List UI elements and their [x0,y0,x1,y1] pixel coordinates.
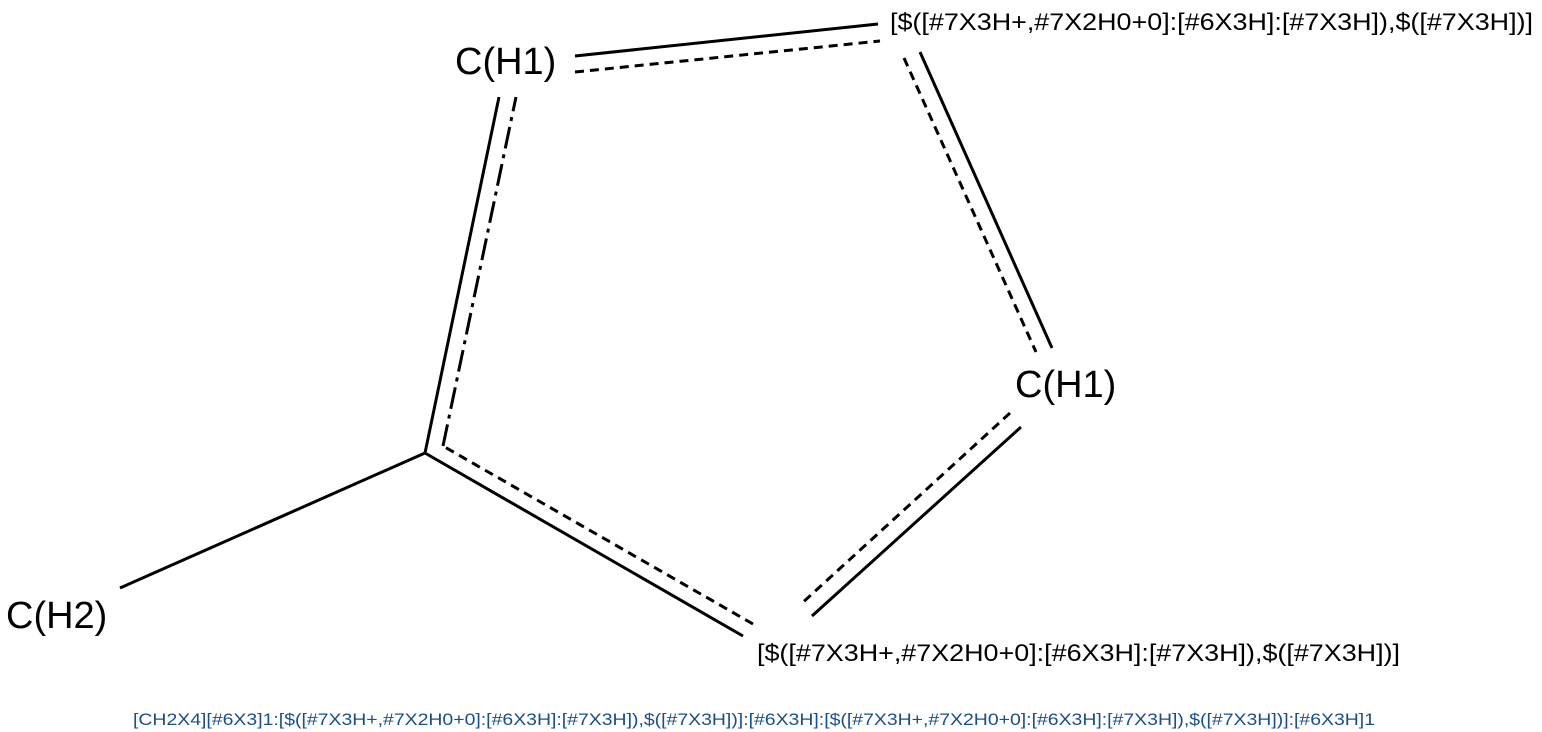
atom-label-ch1-right: C(H1) [1015,364,1116,406]
bond-nbottom-c-dashed [442,444,754,626]
bond-ch2-c-single [119,451,426,590]
smarts-caption: [CH2X4][#6X3]1:[$([#7X3H+,#7X2H0+0]:[#6X… [133,710,1375,729]
bond-ch1top-ntop-dashed [574,39,881,74]
bond-c-ch1top-dashdot [441,96,518,447]
bond-ch1right-nbottom-solid [810,425,1023,618]
bond-nbottom-c-solid [424,451,744,638]
atom-label-ch1-top: C(H1) [455,41,556,83]
bond-ntop-ch1right-solid [918,51,1054,349]
bond-ch1top-ntop-solid [574,22,879,58]
bond-ch1right-nbottom-dashed [798,411,1012,607]
bonds [119,22,1054,638]
atom-label-ch2: C(H2) [6,595,107,637]
bond-ntop-ch1right-dashed [902,57,1038,353]
atom-labels: C(H2) C(H1) C(H1) [$([#7X3H+,#7X2H0+0]:[… [6,9,1533,667]
bond-c-ch1top-solid [423,96,501,454]
atom-label-n-top: [$([#7X3H+,#7X2H0+0]:[#6X3H]:[#7X3H]),$(… [890,9,1533,36]
atom-label-n-bottom: [$([#7X3H+,#7X2H0+0]:[#6X3H]:[#7X3H]),$(… [757,640,1400,667]
